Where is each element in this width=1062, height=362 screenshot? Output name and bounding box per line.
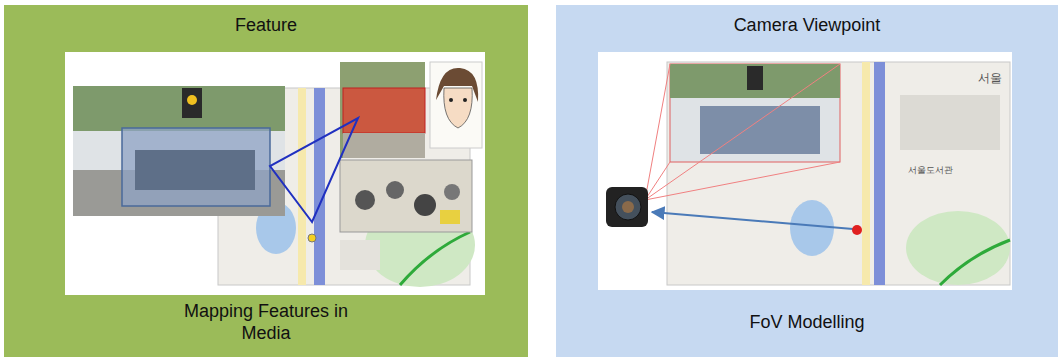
panel-caption: FoV Modelling xyxy=(556,311,1058,333)
location-dot xyxy=(852,225,862,235)
white-canvas xyxy=(65,52,485,295)
map-label: 서울 xyxy=(978,70,1002,87)
map-right xyxy=(667,62,1010,285)
fov-lines xyxy=(645,64,840,200)
map-label: 서울도서관 xyxy=(908,164,953,177)
caption-text: FoV Modelling xyxy=(749,311,864,333)
viewpoint-arrow xyxy=(652,212,853,229)
feature-triangle xyxy=(270,118,358,222)
comic-panel xyxy=(340,160,472,232)
camera-icon xyxy=(606,187,648,227)
panel-title: Camera Viewpoint xyxy=(556,14,1058,36)
red-highlight-photo xyxy=(340,62,425,158)
panel-caption: Mapping Features in Media xyxy=(4,300,528,344)
panel-title: Feature xyxy=(4,14,528,36)
anime-face xyxy=(430,62,482,148)
fov-photo xyxy=(670,64,840,162)
caption-text: Mapping Features in Media xyxy=(171,300,361,344)
subway-photo xyxy=(73,86,285,216)
white-canvas xyxy=(598,52,1012,290)
